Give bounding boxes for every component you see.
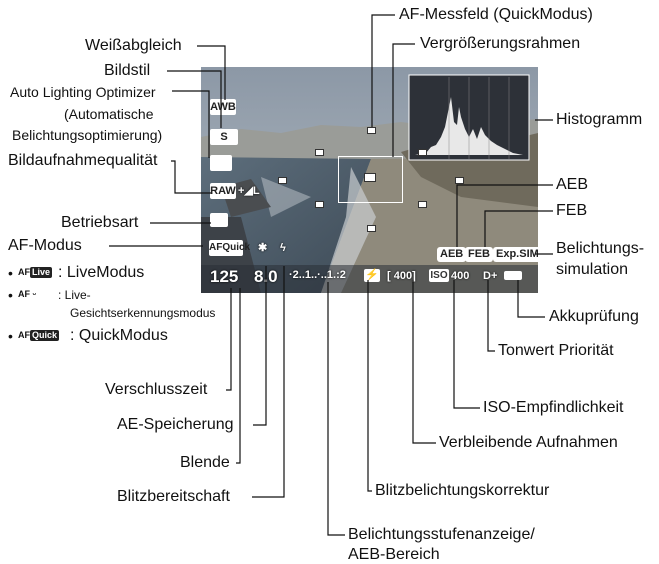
aeb-tag: AEB [437, 247, 467, 262]
label-alo-3: Belichtungsoptimierung) [12, 127, 163, 143]
label-blitzkorrektur: Blitzbelichtungskorrektur [375, 482, 550, 499]
bullet: • [8, 287, 13, 303]
label-blende: Blende [180, 454, 230, 471]
label-aeb: AEB [556, 176, 589, 193]
tone-priority-icon: D+ [483, 270, 498, 282]
label-gesicht-2: Gesichtserkennungsmodus [70, 306, 216, 320]
battery-icon [504, 271, 522, 280]
raw-icon: RAW [210, 183, 236, 199]
label-belichtungssimulation-2: simulation [556, 261, 629, 278]
label-belichtungsstufe-2: AEB-Bereich [348, 546, 440, 563]
flash-ready-icon: ϟ [280, 242, 286, 254]
label-vergroesserungsrahmen: Vergrößerungsrahmen [420, 35, 581, 52]
live-view-screen: AWB S RAW +◢L AFQuick ✱ ϟ 125 8.0 ·2..1.… [201, 67, 538, 293]
label-af-messfeld: AF-Messfeld (QuickModus) [399, 6, 593, 23]
label-belichtungsstufe-1: Belichtungsstufenanzeige/ [348, 526, 535, 543]
label-weissabgleich: Weißabgleich [85, 37, 182, 54]
af-point-selected [364, 173, 376, 182]
label-verschlusszeit: Verschlusszeit [105, 381, 208, 398]
iso-tag: ISO [429, 269, 449, 282]
exposure-simulation-tag: Exp.SIM [493, 247, 538, 262]
label-ae-speicherung: AE-Speicherung [117, 416, 234, 433]
label-verbleibende: Verbleibende Aufnahmen [439, 434, 618, 451]
af-point [367, 225, 376, 232]
bullet: • [8, 328, 13, 344]
af-quick-mode-icon: Quick [30, 330, 60, 341]
label-alo-2: (Automatische [64, 106, 154, 122]
af-point [315, 201, 324, 208]
af-face-icon: AF ᵕ [18, 289, 37, 299]
bullet: • [8, 265, 13, 281]
af-point [278, 177, 287, 184]
label-af-modus: AF-Modus [8, 237, 82, 254]
label-betriebsart: Betriebsart [61, 214, 139, 231]
label-alo-1: Auto Lighting Optimizer [10, 84, 156, 100]
picture-style-icon: S [210, 129, 238, 145]
label-akkupruefung: Akkuprüfung [549, 308, 639, 325]
af-point [315, 149, 324, 156]
flash-exposure-compensation-icon: ⚡ [364, 269, 380, 282]
ae-lock-icon: ✱ [258, 242, 268, 254]
label-tonwert: Tonwert Priorität [498, 342, 614, 359]
aperture-value: 8.0 [254, 267, 278, 286]
shots-remaining-value: [ 400] [387, 270, 416, 282]
af-label: AF [18, 330, 30, 340]
label-histogramm: Histogramm [556, 111, 643, 128]
feb-tag: FEB [465, 247, 493, 262]
label-blitzbereitschaft: Blitzbereitschaft [117, 488, 230, 505]
label-feb: FEB [556, 202, 588, 219]
exposure-scale: ·2..1..·..1.:2 [289, 269, 346, 281]
af-live-icon: Live [30, 267, 53, 278]
shutter-speed-value: 125 [210, 267, 239, 286]
iso-value: 400 [451, 270, 470, 282]
label-iso: ISO-Empfindlichkeit [483, 399, 624, 416]
label-bildstil: Bildstil [104, 62, 151, 79]
magnify-frame [338, 156, 403, 203]
af-point [455, 177, 464, 184]
af-point [367, 127, 376, 134]
alo-icon [210, 155, 232, 171]
af-label: AF [18, 267, 30, 277]
label-gesicht-1: : Live- [58, 288, 91, 302]
label-bildaufnahmequalitaet: Bildaufnahmequalität [8, 152, 158, 169]
quality-value: +◢L [238, 185, 260, 197]
af-quick-icon: AFQuick [209, 240, 250, 256]
drive-mode-icon [210, 213, 228, 227]
af-point [418, 201, 427, 208]
label-live-modus: : LiveModus [58, 264, 145, 281]
label-belichtungssimulation-1: Belichtungs- [556, 240, 645, 257]
af-point [418, 149, 427, 156]
white-balance-icon: AWB [210, 99, 236, 115]
label-quick-modus: : QuickModus [70, 327, 168, 344]
